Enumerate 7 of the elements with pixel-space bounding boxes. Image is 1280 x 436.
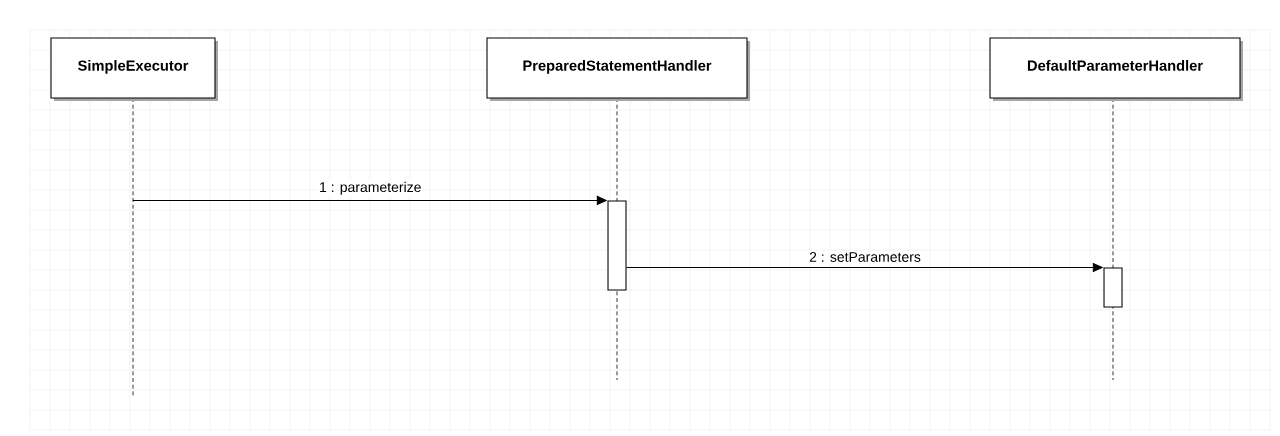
message-label: 1 : parameterize: [320, 181, 421, 195]
lifeline-head-box: SimpleExecutor: [50, 37, 218, 101]
activation-bar: [607, 200, 627, 291]
lifeline-head-box: PreparedStatementHandler: [486, 37, 750, 101]
lifeline-head-box: DefaultParameterHandler: [989, 37, 1243, 101]
activation-bar: [1103, 267, 1123, 308]
message-label: 2 : setParameters: [809, 252, 921, 262]
